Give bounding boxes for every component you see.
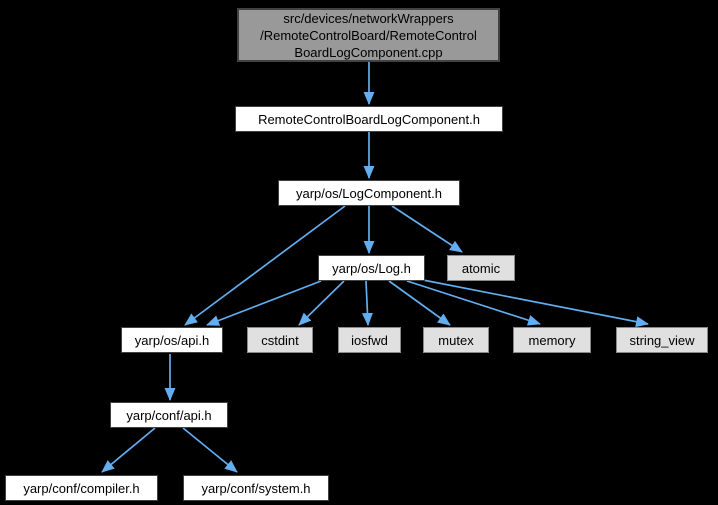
edge-yarp-conf-api-h-to-yarp-conf-system-h (182, 427, 238, 473)
node-yarp-os-log-component-h[interactable]: yarp/os/LogComponent.h (278, 180, 460, 206)
node-yarp-os-api-h[interactable]: yarp/os/api.h (121, 327, 223, 353)
edge-yarp-os-log-h-to-cstdint (298, 280, 345, 326)
node-atomic: atomic (447, 255, 515, 281)
node-mutex: mutex (423, 327, 489, 353)
edge-yarp-os-log-h-to-string-view (422, 279, 649, 328)
edge-yarp-os-log-h-to-memory (406, 280, 541, 326)
node-yarp-conf-api-h[interactable]: yarp/conf/api.h (110, 402, 228, 428)
edge-yarp-os-log-h-to-mutex (388, 280, 451, 326)
node-memory: memory (513, 327, 591, 353)
edge-yarp-os-log-component-h-to-yarp-os-api-h (184, 205, 346, 326)
node-iosfwd: iosfwd (338, 327, 401, 353)
edge-yarp-conf-api-h-to-yarp-conf-compiler-h (101, 427, 156, 473)
edge-yarp-os-log-h-to-iosfwd (361, 280, 373, 326)
edge-yarp-os-log-h-to-yarp-os-api-h (206, 280, 322, 326)
node-string-view: string_view (616, 327, 708, 353)
node-remote-control-board-log-component-h[interactable]: RemoteControlBoardLogComponent.h (235, 106, 503, 132)
node-cpp-file: src/devices/networkWrappers /RemoteContr… (237, 8, 500, 62)
node-yarp-os-log-h[interactable]: yarp/os/Log.h (318, 255, 425, 281)
node-cstdint: cstdint (247, 327, 313, 353)
node-yarp-conf-system-h[interactable]: yarp/conf/system.h (183, 475, 329, 501)
edge-yarp-os-log-component-h-to-atomic (391, 205, 463, 253)
node-yarp-conf-compiler-h[interactable]: yarp/conf/compiler.h (5, 475, 158, 501)
